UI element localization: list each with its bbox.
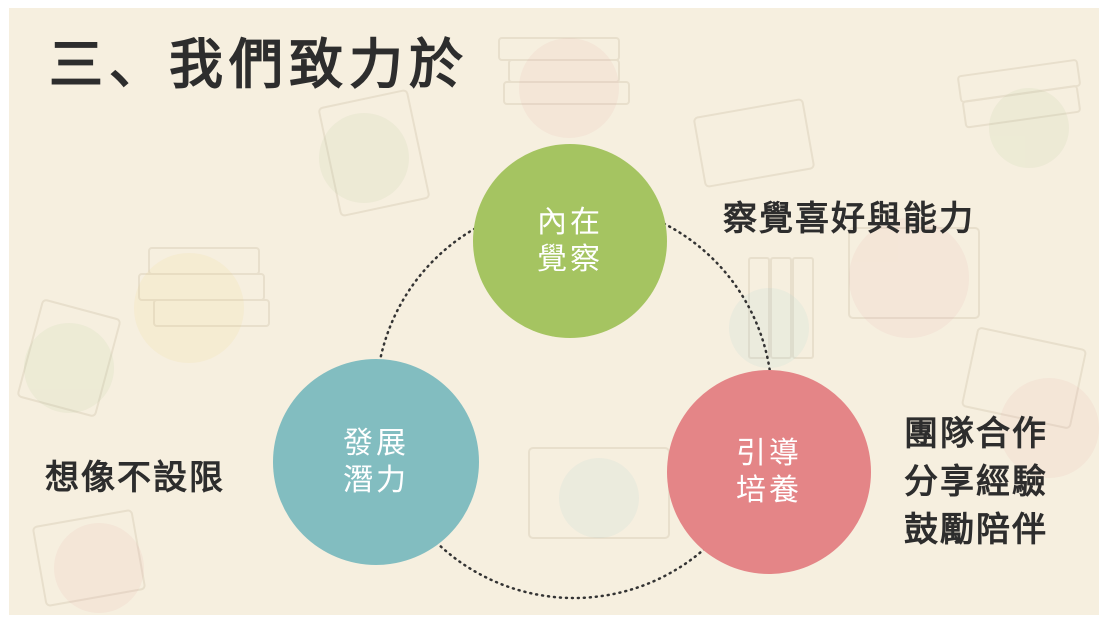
circle-label-line: 發展 [343, 425, 409, 461]
book-stack-icon [498, 37, 620, 61]
book-icon [318, 89, 430, 217]
book-stack-icon [957, 59, 1081, 103]
note-right: 團隊合作 分享經驗 鼓勵陪伴 [904, 410, 1048, 554]
circle-label-line: 培養 [736, 473, 802, 508]
circle-label-line: 潛力 [343, 463, 409, 498]
circle-guide-cultivate: 引導 培養 [667, 370, 871, 574]
circle-develop-potential: 發展 潛力 [273, 359, 479, 565]
book-icon [848, 227, 980, 319]
page-title: 三、我們致力於 [49, 33, 469, 96]
note-line: 團隊合作 [904, 414, 1048, 454]
book-pattern-background [17, 37, 1099, 613]
circle-label-line: 內在 [537, 204, 603, 240]
note-top: 察覺喜好與能力 [723, 199, 975, 239]
book-stack-icon [148, 247, 260, 275]
book-icon [693, 98, 815, 188]
book-icon [32, 509, 146, 607]
note-line: 分享經驗 [904, 462, 1048, 502]
book-icon [961, 327, 1087, 429]
slide: 三、我們致力於 內在 覺察 發展 潛力 引導 培養 察覺喜好與能力 想像不設限 … [9, 8, 1099, 615]
book-icon [17, 299, 121, 417]
circle-label-line: 引導 [736, 435, 802, 471]
circle-inner-awareness: 內在 覺察 [473, 144, 667, 338]
note-left: 想像不設限 [45, 458, 225, 498]
note-line: 鼓勵陪伴 [904, 510, 1048, 550]
circle-label-line: 覺察 [537, 242, 603, 277]
